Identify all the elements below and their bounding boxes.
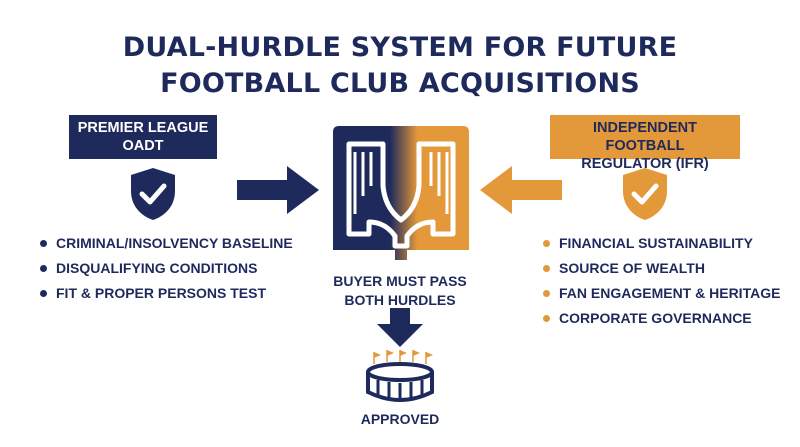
list-item: FINANCIAL SUSTAINABILITY xyxy=(543,233,780,258)
arrow-left-icon xyxy=(480,166,562,214)
list-item: CRIMINAL/INSOLVENCY BASELINE xyxy=(40,233,293,258)
premier-league-label-line-1: PREMIER LEAGUE xyxy=(77,120,209,136)
list-item-label: CRIMINAL/INSOLVENCY BASELINE xyxy=(56,235,293,251)
list-item: DISQUALIFYING CONDITIONS xyxy=(40,258,293,283)
ifr-criteria-list: FINANCIAL SUSTAINABILITY SOURCE OF WEALT… xyxy=(543,233,780,333)
page-title: DUAL-HURDLE SYSTEM FOR FUTURE FOOTBALL C… xyxy=(0,30,800,102)
bullet-dot xyxy=(543,290,550,297)
list-item-label: DISQUALIFYING CONDITIONS xyxy=(56,260,258,276)
stadium-icon xyxy=(366,350,434,402)
list-item-label: FAN ENGAGEMENT & HERITAGE xyxy=(559,285,781,301)
list-item-label: SOURCE OF WEALTH xyxy=(559,260,705,276)
list-item-label: FIT & PROPER PERSONS TEST xyxy=(56,285,267,301)
bullet-dot xyxy=(40,290,47,297)
title-line-1: DUAL-HURDLE SYSTEM FOR FUTURE xyxy=(122,32,678,63)
approved-label: APPROVED xyxy=(360,411,440,427)
title-line-2: FOOTBALL CLUB ACQUISITIONS xyxy=(160,68,640,99)
arrow-right-icon xyxy=(237,166,319,214)
bullet-dot xyxy=(543,240,550,247)
shield-check-icon xyxy=(623,168,667,220)
bullet-dot xyxy=(40,240,47,247)
list-item: FAN ENGAGEMENT & HERITAGE xyxy=(543,283,780,308)
club-crest-icon xyxy=(333,126,469,260)
list-item: SOURCE OF WEALTH xyxy=(543,258,780,283)
shield-check-icon xyxy=(131,168,175,220)
premier-league-label: PREMIER LEAGUE OADT xyxy=(69,115,217,159)
list-item-label: CORPORATE GOVERNANCE xyxy=(559,310,752,326)
premier-league-criteria-list: CRIMINAL/INSOLVENCY BASELINE DISQUALIFYI… xyxy=(40,233,293,308)
both-hurdles-line-2: BOTH HURDLES xyxy=(344,292,456,308)
bullet-dot xyxy=(40,265,47,272)
bullet-dot xyxy=(543,265,550,272)
bullet-dot xyxy=(543,315,550,322)
list-item: FIT & PROPER PERSONS TEST xyxy=(40,283,293,308)
ifr-label: INDEPENDENT FOOTBALL REGULATOR (IFR) xyxy=(550,115,740,172)
ifr-label-line-1: INDEPENDENT FOOTBALL xyxy=(593,120,697,154)
both-hurdles-line-1: BUYER MUST PASS xyxy=(333,273,467,289)
both-hurdles-caption: BUYER MUST PASS BOTH HURDLES xyxy=(300,272,500,310)
list-item-label: FINANCIAL SUSTAINABILITY xyxy=(559,235,753,251)
ifr-label-line-2: REGULATOR (IFR) xyxy=(581,156,709,172)
arrow-down-icon xyxy=(377,308,423,347)
premier-league-label-line-2: OADT xyxy=(122,138,164,154)
list-item: CORPORATE GOVERNANCE xyxy=(543,308,780,333)
